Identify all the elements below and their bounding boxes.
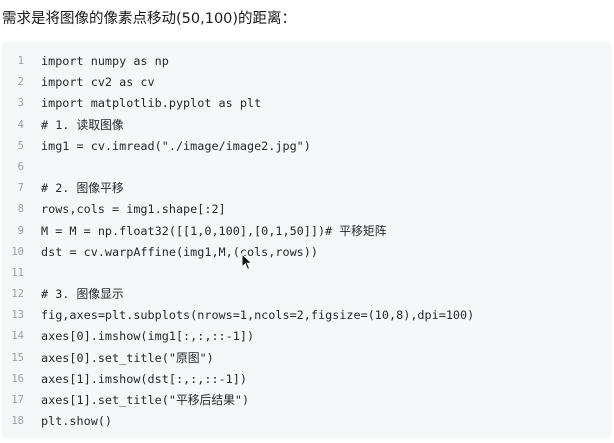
code-line: 6 [2, 157, 612, 178]
code-text: img1 = cv.imread("./image/image2.jpg") [41, 138, 311, 153]
line-number: 18 [11, 415, 24, 428]
line-number: 8 [17, 203, 24, 216]
line-number: 4 [17, 118, 24, 131]
code-text: rows,cols = img1.shape[:2] [41, 202, 226, 217]
line-number: 17 [11, 394, 24, 406]
line-number: 13 [11, 309, 24, 322]
line-number: 16 [11, 372, 24, 385]
code-line: 2 import cv2 as cv [2, 72, 612, 93]
line-number: 9 [17, 224, 24, 237]
line-number: 5 [17, 139, 24, 152]
code-line: 13 fig,axes=plt.subplots(nrows=1,ncols=2,… [2, 305, 612, 326]
line-number: 11 [11, 266, 24, 279]
code-text: axes[1].imshow(dst[:,:,::-1]) [41, 371, 247, 386]
code-text: axes[0].imshow(img1[:,:,::-1]) [41, 329, 255, 344]
mouse-pointer-icon [241, 253, 253, 271]
code-text: fig,axes=plt.subplots(nrows=1,ncols=2,fi… [41, 308, 475, 323]
line-number: 2 [17, 76, 24, 89]
line-number: 10 [11, 245, 24, 258]
line-number: 15 [11, 351, 24, 364]
code-line: 4 # 1. 读取图像 [2, 115, 612, 136]
line-number: 14 [11, 330, 24, 343]
line-number: 6 [17, 160, 24, 173]
code-block[interactable]: 1 import numpy as np 2 import cv2 as cv 3 imp… [2, 42, 612, 438]
code-text: import cv2 as cv [41, 75, 155, 90]
code-text: dst = cv.warpAffine(img1,M,(cols,rows)) [41, 244, 318, 259]
code-text: # 2. 图像平移 [41, 181, 124, 196]
code-line: 12 # 3. 图像显示 [2, 284, 612, 305]
code-line: 14 axes[0].imshow(img1[:,:,::-1]) [2, 326, 612, 347]
line-number: 12 [11, 288, 24, 301]
code-line: 18 plt.show() [2, 411, 612, 432]
code-text: axes[0].set_title("原图") [41, 350, 214, 365]
line-number: 7 [17, 182, 24, 195]
line-number: 3 [17, 97, 24, 110]
intro-text: 需求是将图像的像素点移动(50,100)的距离： [2, 11, 297, 27]
code-line: 9 M = M = np.float32([[1,0,100],[0,1,50]]… [2, 221, 612, 242]
code-text: # 3. 图像显示 [41, 287, 124, 302]
code-line: 16 axes[1].imshow(dst[:,:,::-1]) [2, 369, 612, 390]
code-text: import matplotlib.pyplot as plt [41, 96, 262, 111]
code-text: import numpy as np [41, 54, 169, 68]
code-line: 3 import matplotlib.pyplot as plt [2, 93, 612, 114]
code-line: 11 [2, 263, 612, 284]
code-text: # 1. 读取图像 [41, 117, 124, 132]
code-text: plt.show() [41, 414, 113, 429]
code-text: M = M = np.float32([[1,0,100],[0,1,50]])… [41, 223, 387, 238]
code-line: 8 rows,cols = img1.shape[:2] [2, 199, 612, 220]
code-line: 5 img1 = cv.imread("./image/image2.jpg") [2, 136, 612, 157]
code-line: 7 # 2. 图像平移 [2, 178, 612, 199]
code-line: 17 axes[1].set_title("平移后结果") [2, 390, 612, 411]
code-line: 1 import numpy as np [2, 51, 612, 72]
code-line: 15 axes[0].set_title("原图") [2, 348, 612, 369]
code-line: 10 dst = cv.warpAffine(img1,M,(cols,rows)… [2, 242, 612, 263]
line-number: 1 [17, 55, 24, 67]
code-text: axes[1].set_title("平移后结果") [41, 393, 250, 407]
